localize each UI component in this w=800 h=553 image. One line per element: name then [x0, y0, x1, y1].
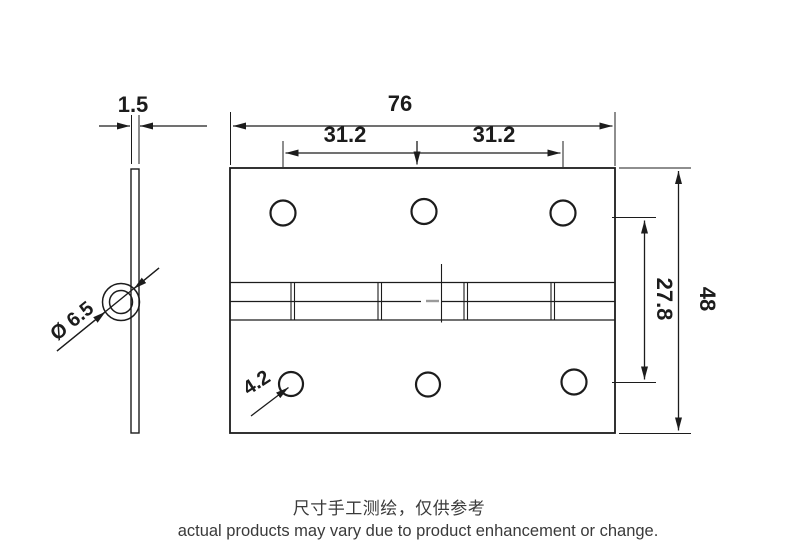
dim-plate-height-label: 48: [695, 287, 720, 311]
dimension-arrow: [133, 267, 160, 290]
screw-hole-top-left: [269, 199, 297, 227]
knuckle-inner-circle: [108, 289, 134, 315]
screw-hole-top-middle: [410, 197, 438, 226]
screw-hole-bottom-left: [277, 370, 305, 398]
footer-disclaimer: 尺寸手工测绘，仅供参考 actual products may vary due…: [178, 499, 659, 540]
dim-hole-pitch-left-label: 31.2: [324, 122, 367, 147]
leader-arrow: [250, 386, 289, 417]
dim-thickness-label: 1.5: [118, 92, 149, 117]
screw-hole-bottom-middle: [414, 371, 442, 398]
dim-plate-width-label: 76: [388, 91, 412, 116]
dim-hole-pitch-right-label: 31.2: [473, 122, 516, 147]
knuckle-outer-circle: [101, 282, 141, 322]
hinge-plate-outline: [229, 167, 616, 434]
screw-hole-top-right: [549, 199, 577, 227]
right-dimensions: 27.8 48: [612, 167, 720, 434]
dimension-arrow: [56, 311, 106, 352]
dim-screw-hole-diameter-label: 4.2: [239, 366, 274, 400]
side-view: 1.5 Ø 6.5: [46, 92, 207, 434]
disclaimer-chinese: 尺寸手工测绘，仅供参考: [293, 499, 486, 518]
face-view: [229, 167, 616, 434]
top-dimensions: 76 31.2 31.2: [230, 91, 616, 167]
dim-hole-row-spacing-label: 27.8: [652, 278, 677, 321]
disclaimer-english: actual products may vary due to product …: [178, 522, 659, 540]
screw-hole-bottom-right: [560, 368, 588, 396]
